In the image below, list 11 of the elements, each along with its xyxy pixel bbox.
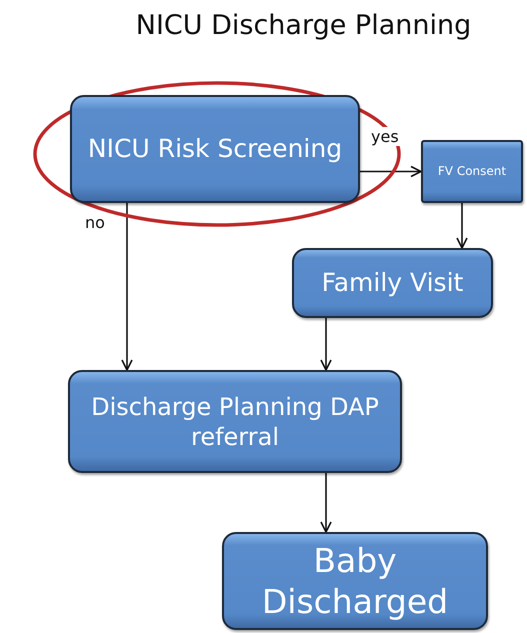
arrow: [320, 473, 332, 533]
process-box: FV Consent: [421, 140, 523, 203]
terminal-box: Baby Discharged: [222, 532, 488, 630]
arrow: [456, 203, 468, 249]
arrow: [320, 318, 332, 371]
process-box: Family Visit: [292, 248, 493, 318]
process-box: Discharge Planning DAP referral: [68, 370, 402, 473]
process-box: NICU Risk Screening: [70, 95, 360, 203]
edge-label: yes: [370, 127, 400, 146]
arrow: [360, 166, 422, 178]
diagram-title: NICU Discharge Planning: [134, 10, 472, 41]
